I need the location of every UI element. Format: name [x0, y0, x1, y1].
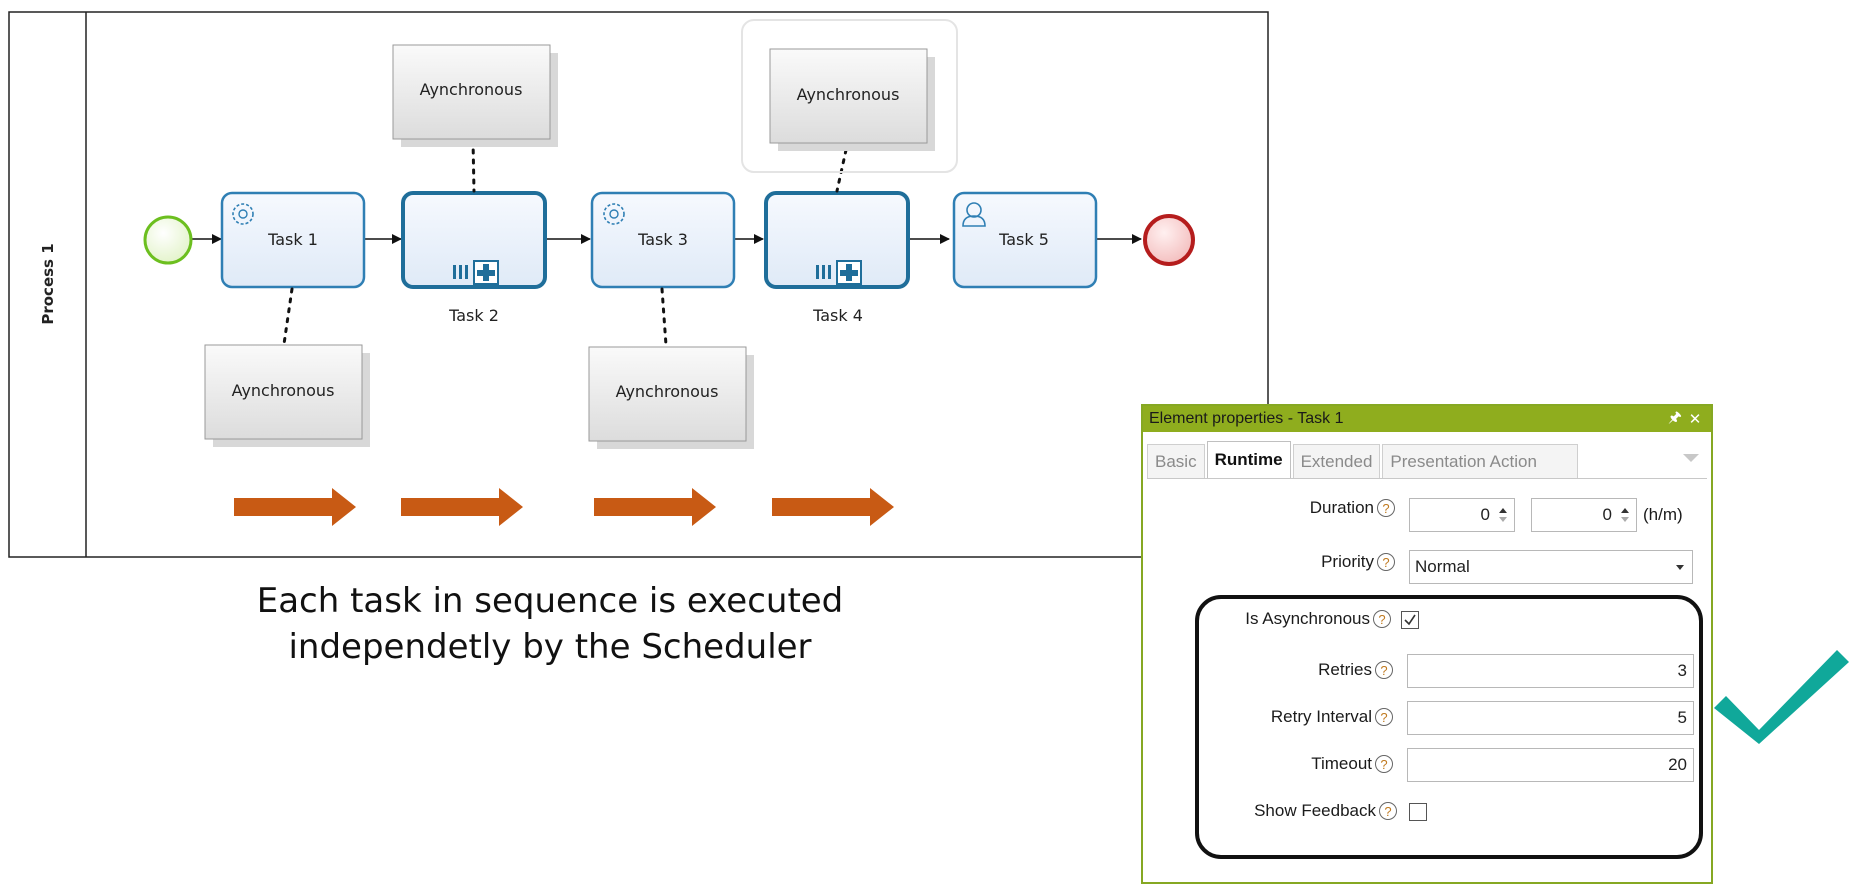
- tabs-overflow-icon[interactable]: [1683, 454, 1699, 462]
- checkmark-icon: [1714, 650, 1849, 744]
- execution-arrows: [234, 488, 894, 526]
- start-event[interactable]: [143, 215, 193, 265]
- caption-line-2: independetly by the Scheduler: [288, 627, 812, 667]
- task-label: Task 5: [998, 230, 1049, 249]
- chevron-down-icon: [1676, 564, 1684, 570]
- user-icon: [962, 202, 986, 227]
- priority-value: Normal: [1415, 557, 1470, 576]
- help-icon[interactable]: ?: [1377, 553, 1395, 571]
- task-4[interactable]: [764, 191, 910, 289]
- caption: Each task in sequence is executed indepe…: [160, 578, 940, 670]
- help-icon[interactable]: ?: [1377, 499, 1395, 517]
- element-properties-panel: Element properties - Task 1 🖈 ✕ Basic Ru…: [1141, 404, 1713, 884]
- retry-interval-label: Retry Interval: [1270, 707, 1372, 726]
- asynchronous-settings-group: [1195, 595, 1703, 859]
- retries-input[interactable]: 3: [1407, 654, 1694, 688]
- gear-icon: [603, 203, 625, 225]
- tab-presentation-action[interactable]: Presentation Action: [1382, 444, 1578, 478]
- subprocess-icon: [453, 260, 499, 285]
- close-icon[interactable]: ✕: [1688, 411, 1702, 428]
- task-label: Task 3: [637, 230, 688, 249]
- annotation-2[interactable]: Aynchronous: [392, 44, 558, 147]
- tab-strip: Basic Runtime Extended Presentation Acti…: [1147, 441, 1580, 478]
- annotation-text: Aynchronous: [232, 381, 335, 400]
- retries-label: Retries: [1318, 660, 1372, 679]
- timeout-row: Timeout ?: [1311, 754, 1393, 774]
- duration-hours-value: 0: [1480, 505, 1490, 524]
- retry-interval-row: Retry Interval ?: [1271, 707, 1393, 727]
- is-asynchronous-label: Is Asynchronous: [1245, 609, 1370, 628]
- selection-outline: [741, 19, 958, 173]
- retry-interval-input[interactable]: 5: [1407, 701, 1694, 735]
- help-icon[interactable]: ?: [1379, 802, 1397, 820]
- task-5[interactable]: Task 5: [952, 191, 1098, 289]
- pin-icon[interactable]: 🖈: [1668, 408, 1682, 426]
- panel-title: Element properties - Task 1: [1149, 410, 1344, 427]
- retries-row: Retries ?: [1318, 660, 1393, 680]
- task-1[interactable]: Task 1: [220, 191, 366, 289]
- duration-hours-stepper[interactable]: 0: [1409, 498, 1515, 532]
- caption-line-1: Each task in sequence is executed: [256, 581, 844, 621]
- tab-extended[interactable]: Extended: [1292, 444, 1381, 478]
- duration-unit: (h/m): [1643, 505, 1683, 524]
- duration-minutes-value: 0: [1602, 505, 1612, 524]
- annotation-text: Aynchronous: [616, 382, 719, 401]
- show-feedback-checkbox[interactable]: [1409, 803, 1427, 821]
- is-asynchronous-row: Is Asynchronous ?: [1245, 609, 1391, 629]
- task-3[interactable]: Task 3: [590, 191, 736, 289]
- annotation-text: Aynchronous: [420, 80, 523, 99]
- gear-icon: [232, 203, 254, 225]
- duration-row: Duration ?: [1310, 498, 1395, 518]
- annotation-associations: [282, 138, 848, 347]
- execution-arrow: [401, 488, 523, 526]
- execution-arrow: [772, 488, 894, 526]
- execution-arrow: [594, 488, 716, 526]
- annotation-3[interactable]: Aynchronous: [588, 346, 754, 449]
- execution-arrow: [234, 488, 356, 526]
- panel-header: Element properties - Task 1 🖈 ✕: [1143, 406, 1711, 432]
- retries-value: 3: [1677, 661, 1687, 680]
- task-2[interactable]: [401, 191, 547, 289]
- tab-runtime[interactable]: Runtime: [1206, 441, 1291, 478]
- stepper-arrows-icon[interactable]: [1496, 508, 1510, 522]
- retry-interval-value: 5: [1677, 708, 1687, 727]
- timeout-label: Timeout: [1311, 754, 1372, 773]
- task-label: Task 2: [448, 306, 499, 325]
- help-icon[interactable]: ?: [1375, 708, 1393, 726]
- check-icon: [1404, 614, 1416, 626]
- show-feedback-label: Show Feedback: [1254, 801, 1376, 820]
- tab-basic[interactable]: Basic: [1147, 444, 1205, 478]
- end-event[interactable]: [1143, 214, 1195, 266]
- timeout-value: 20: [1668, 755, 1687, 774]
- stepper-arrows-icon[interactable]: [1618, 508, 1632, 522]
- duration-label: Duration: [1309, 498, 1374, 517]
- timeout-input[interactable]: 20: [1407, 748, 1694, 782]
- subprocess-icon: [816, 260, 862, 285]
- tabs-divider: [1147, 478, 1707, 479]
- priority-row: Priority ?: [1321, 552, 1395, 572]
- show-feedback-row: Show Feedback ?: [1254, 801, 1397, 821]
- lane-label: Process 1: [39, 243, 57, 324]
- help-icon[interactable]: ?: [1375, 661, 1393, 679]
- is-asynchronous-checkbox[interactable]: [1401, 611, 1419, 629]
- priority-select[interactable]: Normal: [1409, 550, 1693, 584]
- task-label: Task 4: [812, 306, 863, 325]
- annotation-4[interactable]: Aynchronous: [769, 48, 935, 151]
- annotation-text: Aynchronous: [797, 85, 900, 104]
- duration-minutes-stepper[interactable]: 0: [1531, 498, 1637, 532]
- help-icon[interactable]: ?: [1375, 755, 1393, 773]
- priority-label: Priority: [1321, 552, 1374, 571]
- help-icon[interactable]: ?: [1373, 610, 1391, 628]
- task-label: Task 1: [267, 230, 318, 249]
- annotation-1[interactable]: Aynchronous: [204, 344, 370, 447]
